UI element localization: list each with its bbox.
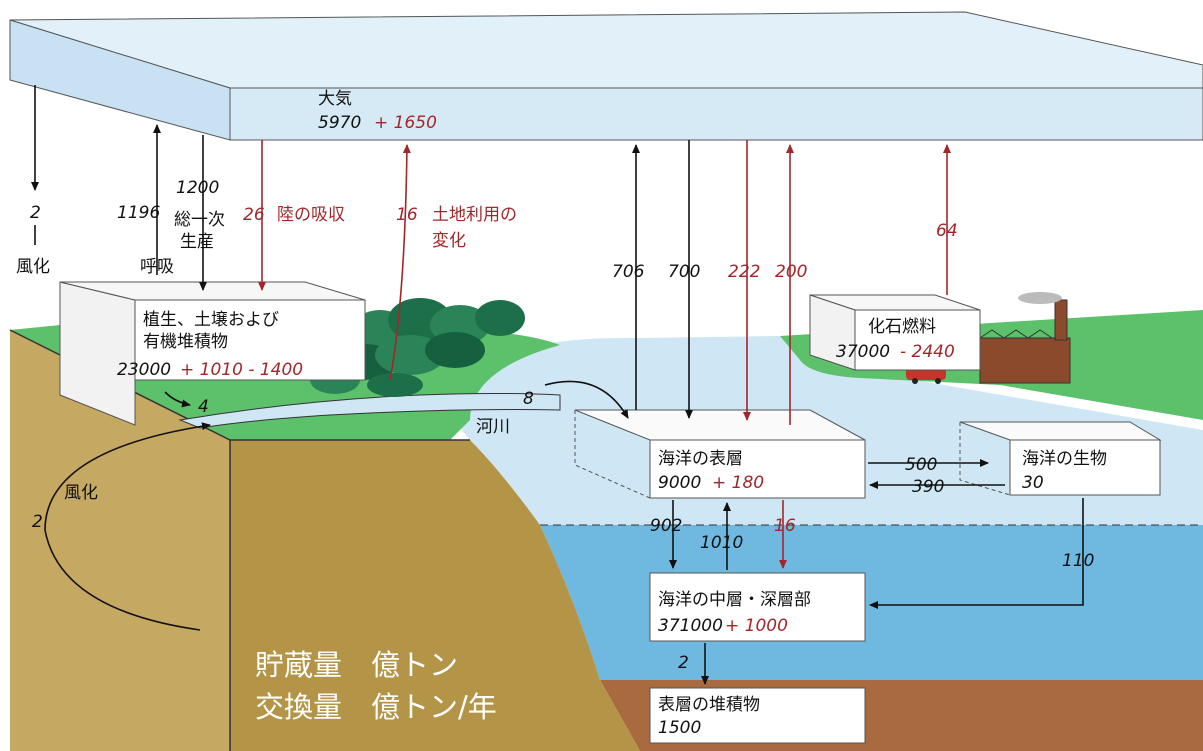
land-side: [10, 330, 230, 751]
fossil-fuel-box: [809, 294, 981, 371]
ocean-deep-base: 371000: [658, 616, 723, 636]
flow-weathering-side-label: 風化: [64, 483, 98, 503]
arrow-weathering-side: [44, 422, 211, 631]
flow-land-use-label-1: 土地利用の: [432, 205, 517, 225]
flow-land-river-value: 4: [198, 397, 209, 417]
vegetation-change: + 1010 - 1400: [180, 360, 303, 380]
vegetation-name-2: 有機堆積物: [143, 332, 228, 352]
marine-life-name: 海洋の生物: [1022, 449, 1107, 469]
atmosphere-base: 5970: [318, 113, 361, 133]
arrow-land-river: [164, 391, 191, 408]
sediment-box: [649, 687, 866, 744]
flow-ocean-down-anthro: 222: [728, 262, 760, 282]
arrow-river: [544, 380, 629, 419]
flow-river-value: 8: [523, 389, 534, 409]
flow-gpp-label-1: 総一次: [174, 210, 225, 230]
fossil-change: - 2440: [900, 342, 955, 362]
flow-respiration-label: 呼吸: [140, 257, 174, 277]
flow-ocean-down-natural: 700: [668, 262, 700, 282]
flow-river-label: 河川: [476, 417, 510, 437]
flow-surface-to-deep: 902: [650, 516, 682, 536]
flow-weathering-side-value: 2: [32, 512, 43, 532]
flow-weathering-top-label: 風化: [16, 257, 50, 277]
flow-gpp-value: 1200: [176, 178, 219, 198]
ocean-surface-change: + 180: [712, 473, 764, 493]
atmosphere-box: [9, 11, 1203, 141]
atmosphere-name: 大気: [318, 89, 352, 109]
flow-surface-to-deep-anthro: 16: [774, 516, 796, 536]
marine-life-base: 30: [1022, 473, 1044, 493]
flow-deep-to-sediment: 2: [678, 653, 689, 673]
flow-bio-to-surface: 390: [912, 477, 944, 497]
vegetation-box: [59, 281, 366, 426]
ocean-surface-box: [574, 409, 866, 499]
factory-icon: [979, 292, 1071, 384]
atmosphere-change: + 1650: [374, 113, 437, 133]
flow-arrows: [31, 85, 1084, 685]
ocean-deep-change: + 1000: [725, 616, 788, 636]
flow-deep-to-surface: 1010: [700, 533, 743, 553]
legend-exchange: 交換量 億トン/年: [255, 690, 497, 724]
flow-gpp-label-2: 生産: [180, 232, 214, 252]
flow-land-uptake-label: 陸の吸収: [277, 205, 345, 225]
sediment-name: 表層の堆積物: [658, 695, 760, 715]
flow-respiration-value: 1196: [117, 203, 160, 223]
flow-land-uptake-value: 26: [243, 205, 265, 225]
fossil-name: 化石燃料: [868, 317, 936, 337]
arrow-bio-deep: [869, 498, 1084, 609]
sediment-base: 1500: [658, 718, 701, 738]
flow-surface-to-bio: 500: [905, 455, 937, 475]
ocean-surface-name: 海洋の表層: [658, 449, 743, 469]
ocean-deep-box: [649, 572, 866, 642]
flow-land-use-label-2: 変化: [432, 231, 466, 251]
vegetation-base: 23000: [117, 360, 171, 380]
fossil-base: 37000: [836, 342, 890, 362]
flow-land-use-value: 16: [396, 205, 418, 225]
flow-ocean-up-anthro: 200: [775, 262, 807, 282]
ocean-deep-water: [540, 525, 1203, 680]
arrow-land-use: [389, 144, 411, 381]
marine-life-box: [959, 421, 1162, 496]
legend-storage: 貯蔵量 億トン: [255, 648, 458, 682]
vegetation-name-1: 植生、土壌および: [143, 310, 279, 330]
ocean-surface-base: 9000: [658, 473, 701, 493]
ocean-deep-name: 海洋の中層・深層部: [658, 590, 811, 610]
flow-bio-to-deep: 110: [1062, 551, 1094, 571]
flow-fossil-emission: 64: [936, 221, 958, 241]
flow-weathering-top-value: 2: [30, 203, 41, 223]
flow-ocean-up-natural: 706: [612, 262, 645, 282]
river: [178, 393, 561, 429]
land-front: [230, 440, 640, 751]
